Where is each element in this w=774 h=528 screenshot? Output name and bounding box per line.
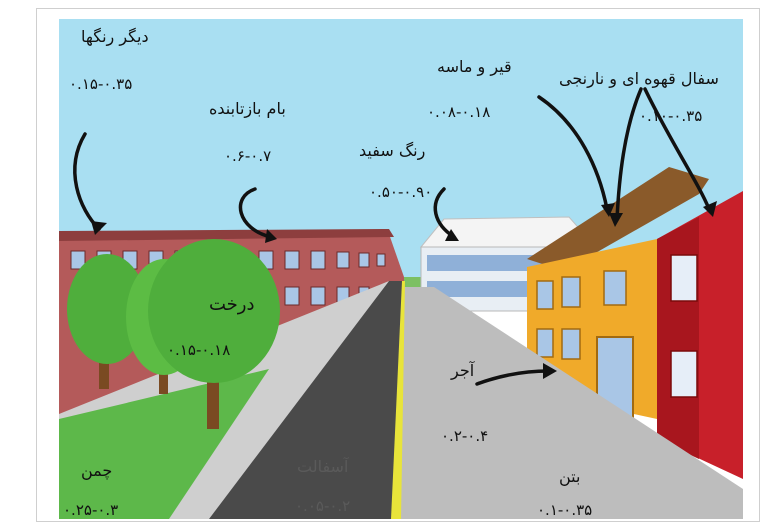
value-asphalt: ۰.۰۵-۰.۲ bbox=[295, 497, 351, 515]
label-asphalt: آسفالت bbox=[297, 457, 349, 476]
red-building-side bbox=[657, 217, 699, 459]
value-white-paint: ۰.۵۰-۰.۹۰ bbox=[369, 183, 433, 201]
arrow-reflective-roof bbox=[238, 187, 273, 239]
value-trees: ۰.۱۵-۰.۱۸ bbox=[167, 341, 231, 359]
arrow-white-paint bbox=[433, 187, 456, 239]
label-tiles: سفال قهوه ای و نارنجی bbox=[559, 69, 719, 88]
arrow-heads bbox=[91, 201, 717, 379]
figure-frame: دیگر رنگها ۰.۱۵-۰.۳۵ بام بازتابنده ۰.۶-۰… bbox=[36, 8, 760, 522]
value-concrete: ۰.۱-۰.۳۵ bbox=[537, 501, 593, 519]
orange-building-windows bbox=[536, 270, 627, 360]
value-reflective-roof: ۰.۶-۰.۷ bbox=[224, 147, 272, 165]
value-grass: ۰.۲۵-۰.۳ bbox=[63, 501, 119, 519]
arrow-tar-gravel bbox=[537, 95, 609, 211]
label-concrete: بتن bbox=[559, 467, 581, 486]
label-white-paint: رنگ سفید bbox=[359, 141, 426, 160]
arrow-tiles-brown bbox=[615, 87, 643, 221]
left-building-roof-edge bbox=[59, 229, 394, 241]
value-tar-gravel: ۰.۰۸-۰.۱۸ bbox=[427, 103, 491, 121]
value-other-colors: ۰.۱۵-۰.۳۵ bbox=[69, 75, 133, 93]
road-center-line bbox=[391, 281, 405, 519]
scene-illustration bbox=[59, 19, 743, 519]
value-brick: ۰.۲-۰.۴ bbox=[441, 427, 489, 445]
label-reflective-roof: بام بازتابنده bbox=[209, 99, 286, 118]
value-tiles: ۰.۱۰-۰.۳۵ bbox=[639, 107, 703, 125]
label-tar-gravel: قیر و ماسه bbox=[437, 57, 512, 76]
street-scene: دیگر رنگها ۰.۱۵-۰.۳۵ بام بازتابنده ۰.۶-۰… bbox=[59, 19, 743, 519]
label-brick: آجر bbox=[451, 361, 475, 380]
right-sidewalk-concrete bbox=[399, 287, 743, 519]
red-building-windows bbox=[670, 254, 698, 398]
label-grass: چمن bbox=[81, 461, 113, 480]
label-other-colors: دیگر رنگها bbox=[81, 27, 149, 46]
trees bbox=[67, 239, 280, 429]
arrow-tiles-red bbox=[643, 87, 711, 211]
label-trees: درخت bbox=[209, 294, 255, 315]
